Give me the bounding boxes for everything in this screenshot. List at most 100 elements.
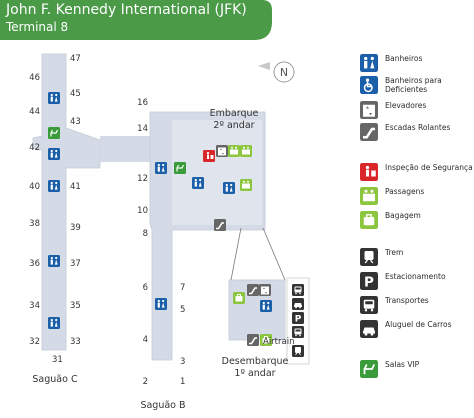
header-banner: John F. Kennedy International (JFK) Term… <box>0 0 474 40</box>
gate-46: 46 <box>29 73 40 83</box>
saguao-c-label: Saguão C <box>32 374 78 385</box>
escalator-icon[interactable] <box>246 283 260 297</box>
gate-32: 32 <box>29 337 40 347</box>
gates-b-top: 16 14 12 10 8 <box>137 98 148 239</box>
legend-label: Transportes <box>385 296 429 305</box>
gate-31: 31 <box>52 355 63 365</box>
gate-3: 3 <box>180 357 185 367</box>
tickets-icon[interactable] <box>240 145 252 157</box>
legend-label: Escadas Rolantes <box>385 123 451 132</box>
bus-icon[interactable] <box>292 284 304 296</box>
gate-39: 39 <box>70 223 81 233</box>
restroom-icon[interactable] <box>155 298 167 310</box>
legend-label: Inspeção de Segurança <box>385 163 473 172</box>
airtrain-label: Airtrain <box>263 337 294 347</box>
legend-label: Aluguel de Carros <box>385 320 452 329</box>
restroom-icon[interactable] <box>155 162 167 174</box>
vip-lounge-icon <box>360 360 378 378</box>
connector-corridor <box>100 136 155 162</box>
car-rental-icon <box>360 320 378 338</box>
gate-43: 43 <box>70 117 81 127</box>
gate-8: 8 <box>143 229 148 239</box>
level-connector-lines <box>230 227 286 281</box>
legend-item: Aluguel de Carros <box>360 320 474 338</box>
escalator-icon[interactable] <box>213 218 227 232</box>
desembarque-floor-label: 1º andar <box>234 368 275 379</box>
legend-label: Banheiros para Deficientes <box>385 76 442 94</box>
concourse-c <box>32 53 101 351</box>
gate-1: 1 <box>180 377 185 387</box>
restroom-icon <box>360 54 378 72</box>
accessible-restroom-icon <box>360 76 378 94</box>
restroom-icon[interactable] <box>223 182 235 194</box>
desembarque-label: Desembarque <box>222 356 289 367</box>
gate-41: 41 <box>70 182 81 192</box>
restroom-icon[interactable] <box>48 92 60 104</box>
vip-lounge-icon[interactable] <box>173 161 187 175</box>
gates-b-left: 642 <box>143 283 148 387</box>
restroom-icon[interactable] <box>192 177 204 189</box>
plane-icon <box>258 62 270 70</box>
bus-icon <box>360 296 378 314</box>
gate-6: 6 <box>143 283 148 293</box>
restroom-icon[interactable] <box>48 255 60 267</box>
gate-38: 38 <box>29 219 40 229</box>
compass-rose-icon <box>273 61 295 83</box>
legend-label: Banheiros <box>385 54 423 63</box>
security-icon[interactable] <box>203 150 215 162</box>
restroom-icon[interactable] <box>260 300 272 312</box>
legend-item: Escadas Rolantes <box>360 123 474 141</box>
elevator-icon <box>360 101 378 119</box>
saguao-b-label: Saguão B <box>140 400 185 411</box>
gate-42: 42 <box>29 143 40 153</box>
escalator-icon <box>360 123 378 141</box>
gate-37: 37 <box>70 259 81 269</box>
escalator-icon[interactable] <box>246 333 260 347</box>
legend-label: Estacionamento <box>385 272 446 281</box>
train-icon <box>360 248 378 266</box>
gate-34: 34 <box>29 301 40 311</box>
gate-14: 14 <box>137 124 148 134</box>
restroom-icon[interactable] <box>48 180 60 192</box>
parking-icon <box>360 272 378 290</box>
tickets-icon[interactable] <box>228 145 240 157</box>
legend-item: Elevadores <box>360 101 474 119</box>
legend-label: Trem <box>385 248 404 257</box>
legend-label: Salas VIP <box>385 360 420 369</box>
embarque-hall <box>172 120 262 225</box>
compass: N <box>258 61 295 83</box>
elevator-icon[interactable] <box>216 145 228 157</box>
baggage-icon[interactable] <box>232 291 246 305</box>
gate-7: 7 <box>180 283 185 293</box>
restroom-icon[interactable] <box>48 148 60 160</box>
legend-item: Inspeção de Segurança <box>360 163 474 181</box>
gate-12: 12 <box>137 174 148 184</box>
vip-lounge-icon[interactable] <box>47 126 61 140</box>
tickets-icon <box>360 187 378 205</box>
embarque-label: Embarque <box>210 108 259 119</box>
legend-item: Banheiros para Deficientes <box>360 76 474 94</box>
gate-10: 10 <box>137 206 148 216</box>
gate-2: 2 <box>143 377 148 387</box>
gate-5: 5 <box>180 305 185 315</box>
compass-label: N <box>280 66 288 79</box>
restroom-icon[interactable] <box>48 317 60 329</box>
legend-item: Banheiros <box>360 54 474 72</box>
security-icon <box>360 163 378 181</box>
legend-label: Bagagem <box>385 211 421 220</box>
gate-44: 44 <box>29 107 40 117</box>
elevator-icon[interactable] <box>259 284 271 296</box>
gates-b-right: 7 5 3 1 <box>180 283 185 387</box>
legend-label: Passagens <box>385 187 425 196</box>
gate-45: 45 <box>70 89 81 99</box>
parking-icon[interactable] <box>292 312 304 325</box>
page-title: John F. Kennedy International (JFK) <box>6 2 247 18</box>
page-subtitle: Terminal 8 <box>6 20 69 34</box>
legend-label: Elevadores <box>385 101 427 110</box>
car-rental-icon[interactable] <box>292 298 304 310</box>
tickets-icon[interactable] <box>240 179 252 191</box>
gate-33: 33 <box>70 337 81 347</box>
gate-16: 16 <box>137 98 148 108</box>
